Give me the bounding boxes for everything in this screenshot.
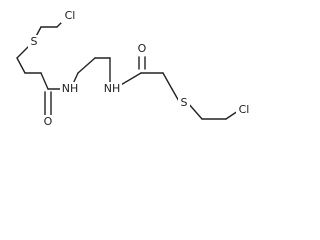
- bond-c3-c4: [16, 57, 26, 74]
- bond-c9-c10: [162, 72, 173, 90]
- atom-s-right: S: [178, 96, 190, 110]
- atom-cl-right-label: Cl: [239, 103, 250, 116]
- atom-s-right-label: S: [181, 96, 188, 109]
- bond-c6-c7: [77, 57, 96, 74]
- atom-o-left-label: O: [44, 115, 53, 128]
- atom-cl-top-label: Cl: [65, 9, 76, 22]
- atom-o-right: O: [136, 42, 148, 56]
- atom-o-left: O: [42, 115, 54, 129]
- atom-s-top-label: S: [31, 35, 38, 48]
- atom-nh-right: NH: [102, 82, 122, 96]
- atom-cl-top: Cl: [61, 9, 78, 23]
- atom-nh-left-label: NH: [62, 82, 79, 95]
- bond-c5-carbonyl-left: [40, 72, 49, 90]
- atom-nh-right-label: NH: [104, 82, 121, 95]
- atom-nh-left: NH: [60, 82, 80, 96]
- chemical-structure-diagram: Cl S O NH NH O S Cl: [16, 9, 253, 129]
- atom-s-top: S: [28, 35, 40, 49]
- bond-s-right-c11: [187, 102, 203, 120]
- atom-o-right-label: O: [138, 42, 147, 55]
- atom-cl-right: Cl: [236, 103, 253, 117]
- structure-canvas: Cl S O NH NH O S Cl: [16, 9, 253, 129]
